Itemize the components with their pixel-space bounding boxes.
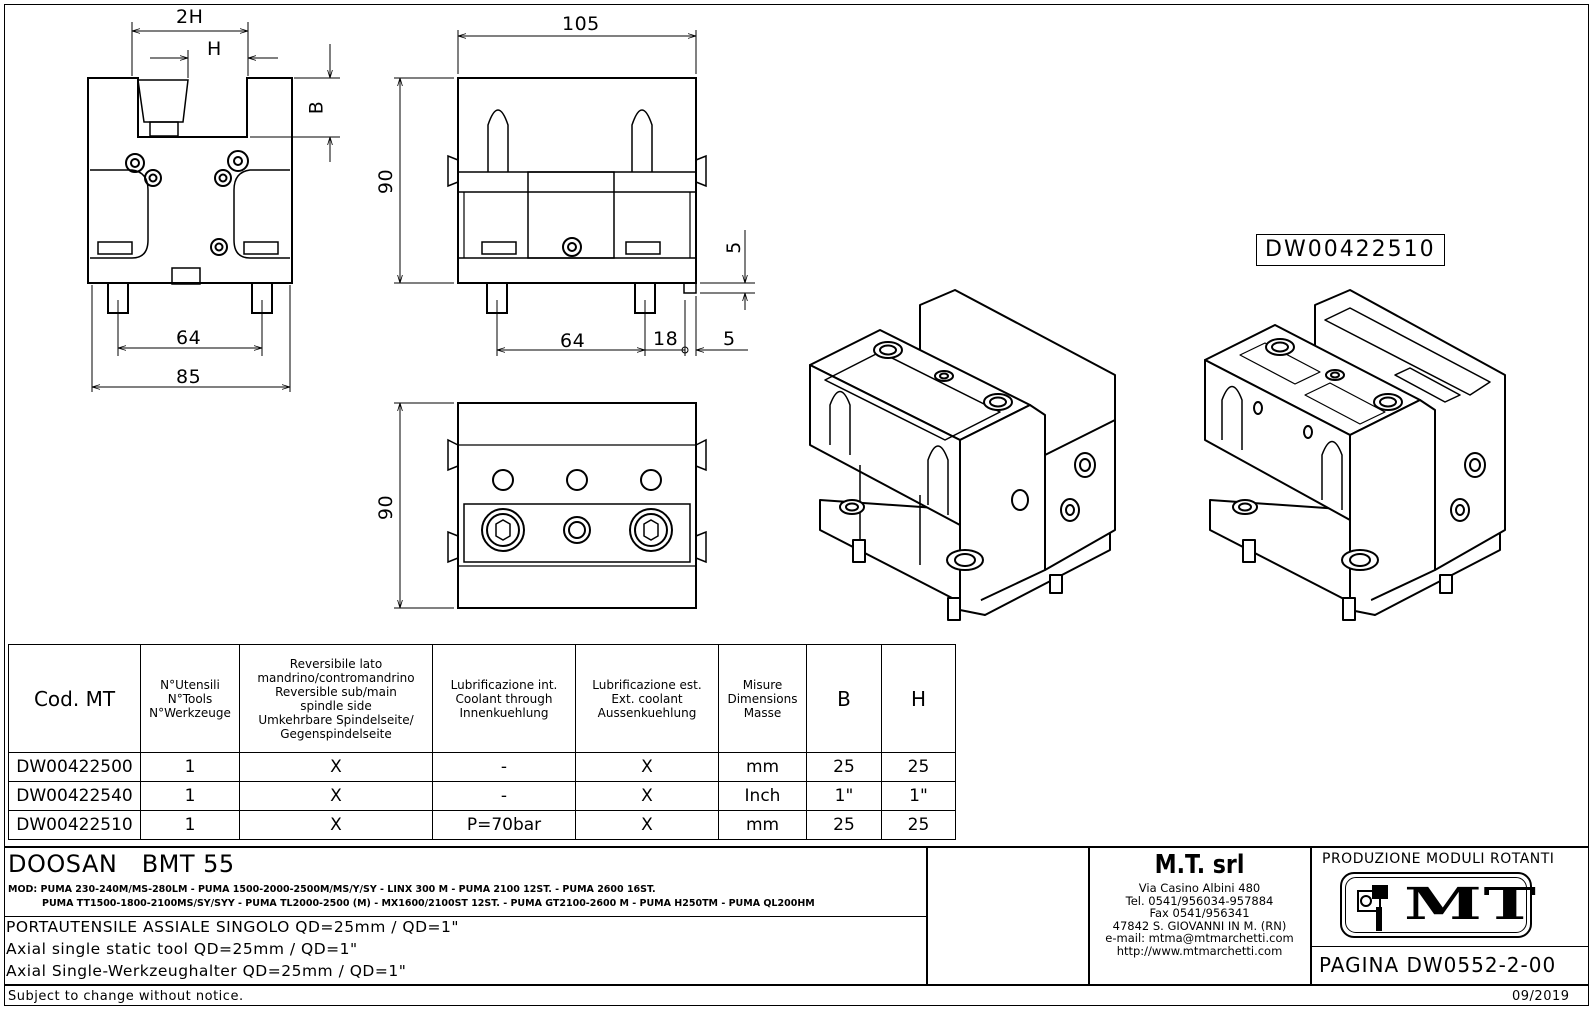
cell-coolant-ext: X	[575, 752, 719, 782]
description-it: PORTAUTENSILE ASSIALE SINGOLO QD=25mm / …	[6, 918, 459, 936]
table-header-row: Cod. MT N°Utensili N°Tools N°Werkzeuge R…	[8, 644, 956, 753]
col-tools: N°Utensili N°Tools N°Werkzeuge	[140, 644, 240, 753]
dim-2h: 2H	[176, 6, 204, 28]
title-block-bottom-rule	[4, 984, 1589, 986]
col-coolant-int: Lubrificazione int. Coolant through Inne…	[432, 644, 576, 753]
col-reversible: Reversibile lato mandrino/contromandrino…	[239, 644, 433, 753]
rotating-tool-icon	[1357, 885, 1388, 931]
dim-side-5-horizontal: 5	[723, 328, 736, 350]
divider	[1088, 846, 1090, 985]
company-address: Via Casino Albini 480	[1138, 881, 1261, 895]
cell-h: 1"	[881, 781, 956, 811]
dim-side-18: 18	[653, 328, 679, 350]
col-coolant-ext: Lubrificazione est. Ext. coolant Aussenk…	[575, 644, 719, 753]
cell-b: 25	[806, 810, 882, 840]
cell-coolant-int: -	[432, 781, 576, 811]
description-de: Axial Single-Werkzeughalter QD=25mm / QD…	[6, 962, 407, 980]
mt-logo: MT	[1340, 872, 1536, 938]
dim-h: H	[207, 38, 222, 60]
cell-h: 25	[881, 810, 956, 840]
col-cod: Cod. MT	[8, 644, 141, 753]
dim-side-64: 64	[560, 330, 586, 352]
cell-reversible: X	[239, 810, 433, 840]
cell-tools: 1	[140, 810, 240, 840]
models-line-2: PUMA TT1500-1800-2100MS/SY/SYY - PUMA TL…	[42, 898, 815, 909]
drawing-frame	[4, 4, 1589, 1006]
cell-unit: mm	[718, 810, 807, 840]
front-view-dims	[91, 22, 340, 392]
company-web: http://www.mtmarchetti.com	[1116, 943, 1283, 958]
col-b: B	[806, 644, 882, 753]
description-en: Axial single static tool QD=25mm / QD=1"	[6, 940, 358, 958]
production-label: PRODUZIONE MODULI ROTANTI	[1322, 851, 1555, 867]
table-row: DW00422540 1 X - X Inch 1" 1"	[8, 781, 956, 811]
spec-table: Cod. MT N°Utensili N°Tools N°Werkzeuge R…	[8, 644, 956, 840]
models-line-1: MOD: PUMA 230-240M/MS-280LM - PUMA 1500-…	[8, 884, 656, 895]
cell-unit: Inch	[718, 781, 807, 811]
table-row: DW00422510 1 X P=70bar X mm 25 25	[8, 810, 956, 840]
cell-tools: 1	[140, 752, 240, 782]
page-number: PAGINA DW0552-2-00	[1319, 953, 1557, 977]
side-view-dims	[394, 30, 755, 356]
dim-front-64: 64	[176, 327, 202, 349]
col-dimensions: Misure Dimensions Masse	[718, 644, 807, 753]
top-view-dims	[394, 402, 454, 609]
divider	[1310, 846, 1312, 985]
cell-h: 25	[881, 752, 956, 782]
cell-coolant-int: -	[432, 752, 576, 782]
cell-coolant-ext: X	[575, 781, 719, 811]
footer-date: 09/2019	[1512, 989, 1570, 1004]
divider	[1310, 946, 1589, 947]
cell-coolant-int: P=70bar	[432, 810, 576, 840]
cell-cod: DW00422500	[8, 752, 141, 782]
company-tel: Tel. 0541/956034-957884	[1125, 893, 1274, 908]
divider	[926, 846, 928, 985]
footer-notice: Subject to change without notice.	[8, 989, 244, 1004]
cell-cod: DW00422540	[8, 781, 141, 811]
cell-coolant-ext: X	[575, 810, 719, 840]
dim-side-105: 105	[562, 13, 600, 35]
dim-front-85: 85	[176, 366, 202, 388]
divider	[4, 916, 926, 917]
dim-top-90: 90	[375, 494, 398, 521]
cell-reversible: X	[239, 781, 433, 811]
front-view	[87, 77, 293, 314]
col-h: H	[881, 644, 956, 753]
cell-unit: mm	[718, 752, 807, 782]
dim-side-5-vertical: 5	[722, 241, 745, 254]
company-block: M.T. srl Via Casino Albini 480 Tel. 0541…	[1089, 848, 1310, 957]
table-row: DW00422500 1 X - X mm 25 25	[8, 752, 956, 782]
title-block-top-rule	[4, 846, 1589, 848]
dim-side-90: 90	[375, 168, 398, 195]
cell-cod: DW00422510	[8, 810, 141, 840]
cell-b: 25	[806, 752, 882, 782]
company-fax: Fax 0541/956341	[1149, 906, 1250, 920]
top-view	[447, 402, 707, 609]
cell-b: 1"	[806, 781, 882, 811]
dim-b: B	[305, 100, 328, 115]
logo-text: MT	[1404, 879, 1538, 930]
company-name: M.T. srl	[1154, 850, 1245, 880]
machine-name: DOOSAN BMT 55	[8, 850, 235, 878]
cell-reversible: X	[239, 752, 433, 782]
isometric-view-coolant	[1204, 289, 1506, 621]
cell-tools: 1	[140, 781, 240, 811]
company-email: e-mail: mtma@mtmarchetti.com	[1105, 931, 1294, 945]
product-code-label: DW00422510	[1256, 234, 1445, 266]
company-city: 47842 S. GIOVANNI IN M. (RN)	[1112, 918, 1287, 933]
side-view	[447, 77, 707, 314]
isometric-view-standard	[809, 289, 1116, 621]
